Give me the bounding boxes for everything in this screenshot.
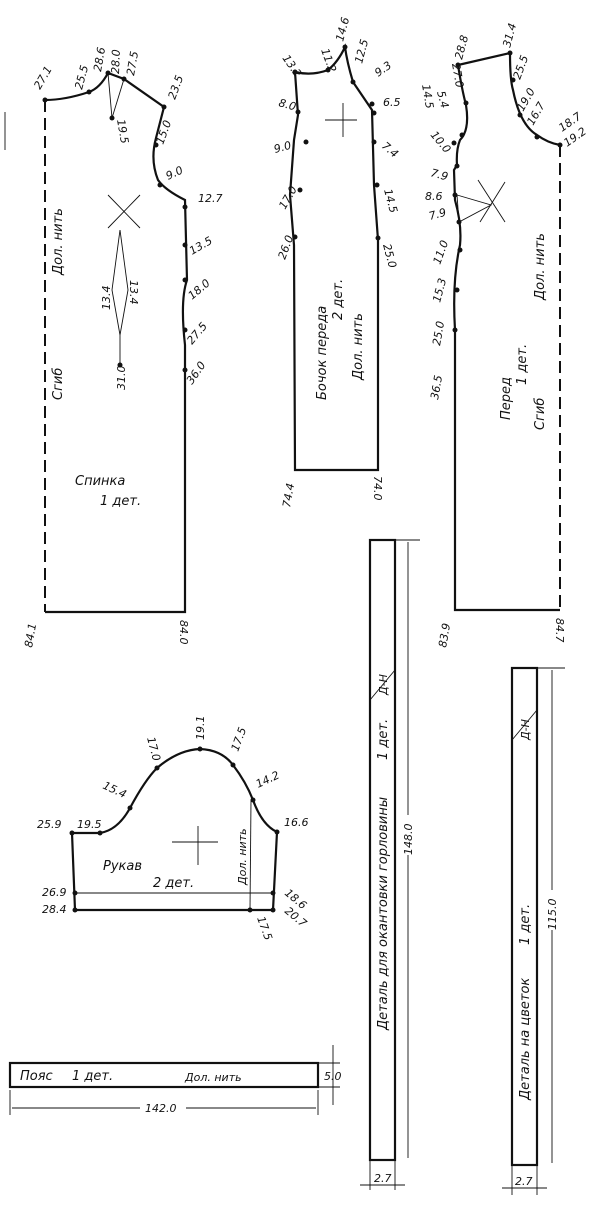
grain-label: Д-Н <box>519 719 532 741</box>
measure: 15.0 <box>154 119 175 146</box>
measure: 20.7 <box>282 904 309 930</box>
width-dimension: 2.7 <box>374 1172 392 1185</box>
measure: 13.4 <box>100 286 113 311</box>
grain-label: Дол. нить <box>236 828 249 886</box>
piece-front: 28.8 31.4 25.5 27.0 14.5 5.4 19.0 16.7 1… <box>419 22 589 649</box>
measure: 7.4 <box>379 139 401 160</box>
measure: 28.4 <box>42 903 67 916</box>
measure: 17.5 <box>229 726 250 753</box>
measure: 28.0 <box>109 49 123 74</box>
piece-neck-strip: Д-Н Деталь для окантовки горловины 1 дет… <box>360 538 420 1190</box>
measure: 14.2 <box>254 769 282 791</box>
piece-name: Перед <box>499 377 514 420</box>
measure: 13.5 <box>187 234 215 258</box>
measure: 15.3 <box>430 277 449 304</box>
measure: 11.0 <box>431 239 452 266</box>
piece-side-front: 13.2 11.2 14.6 12.5 9.3 8.0 6.5 9.0 7.4 … <box>272 16 400 509</box>
width-dimension: 2.7 <box>515 1175 533 1188</box>
measure: 12.5 <box>352 38 371 65</box>
measure: 25.5 <box>72 64 91 91</box>
measure: 26.9 <box>42 886 67 899</box>
measure: 31.0 <box>115 366 128 391</box>
measure: 14.5 <box>419 83 436 109</box>
grain-label: Дол. нить <box>351 313 366 381</box>
measure: 11.2 <box>318 47 339 74</box>
fold-label: Сгиб <box>51 368 66 400</box>
measure: 14.6 <box>333 16 352 43</box>
measure: 13.2 <box>280 52 305 80</box>
measure: 10.0 <box>428 129 454 156</box>
measure: 9.0 <box>164 164 185 183</box>
measure: 5.4 <box>434 89 451 109</box>
length-dimension: 115.0 <box>546 899 559 931</box>
piece-name: Рукав <box>103 859 142 874</box>
measure: 28.8 <box>452 34 471 61</box>
piece-back: 27.1 25.5 28.6 28.0 27.5 19.5 23.5 15.0 … <box>22 46 222 648</box>
piece-name: Деталь на цветок <box>518 978 533 1101</box>
piece-flower-strip: Д-Н Деталь на цветок 1 дет. 115.0 2.7 <box>502 666 565 1195</box>
length-dimension: 142.0 <box>145 1102 177 1115</box>
measure: 27.0 <box>449 62 466 88</box>
piece-count: 1 дет. <box>376 719 391 760</box>
piece-count: 2 дет. <box>153 876 194 891</box>
measure: 19.1 <box>194 716 207 741</box>
piece-name: Бочок переда <box>315 306 330 400</box>
measure: 36.5 <box>428 374 445 400</box>
measure: 18.0 <box>186 277 213 303</box>
grain-label: Дол. нить <box>184 1071 242 1084</box>
piece-name: Спинка <box>75 474 125 489</box>
piece-count: 1 дет. <box>518 904 533 945</box>
measure: 25.0 <box>430 320 447 346</box>
measure: 27.5 <box>124 50 141 76</box>
measure: 25.5 <box>511 54 532 81</box>
measure: 17.0 <box>276 184 300 212</box>
measure: 84.1 <box>22 622 39 648</box>
measure: 12.7 <box>198 192 223 205</box>
measure: 74.0 <box>371 476 384 501</box>
width-dimension: 5.0 <box>324 1070 342 1083</box>
fold-label: Сгиб <box>533 398 548 430</box>
piece-name: Деталь для окантовки горловины <box>376 797 391 1031</box>
measure: 6.5 <box>383 96 401 109</box>
piece-name: Пояс <box>20 1069 53 1084</box>
measure: 27.5 <box>184 320 210 347</box>
measure: 36.0 <box>184 359 209 387</box>
grain-label: Дол. нить <box>533 233 548 301</box>
grain-label: Д-Н <box>377 674 390 696</box>
piece-count: 1 дет. <box>100 494 141 509</box>
measure: 7.9 <box>427 206 447 223</box>
measure: 8.6 <box>425 190 443 203</box>
measure: 8.0 <box>277 96 297 113</box>
measure: 14.5 <box>381 187 400 214</box>
measure: 9.0 <box>272 139 292 156</box>
piece-count: 1 дет. <box>72 1069 113 1084</box>
measure: 28.6 <box>91 46 108 72</box>
measure: 19.5 <box>77 818 102 831</box>
measure: 15.4 <box>101 779 129 801</box>
piece-count: 1 дет. <box>515 344 530 385</box>
measure: 83.9 <box>436 622 453 648</box>
measure: 7.9 <box>429 166 449 183</box>
measure: 31.4 <box>500 22 519 49</box>
length-dimension: 148.0 <box>402 824 415 856</box>
measure: 84.7 <box>553 618 566 643</box>
piece-sleeve: 25.9 19.5 15.4 17.0 19.1 17.5 14.2 16.6 … <box>37 716 309 943</box>
measure: 16.6 <box>284 816 309 829</box>
piece-count: 2 дет. <box>331 279 346 320</box>
measure: 74.4 <box>280 482 297 508</box>
measure: 19.5 <box>114 118 131 144</box>
measure: 9.3 <box>372 59 394 80</box>
piece-belt: Пояс 1 дет. Дол. нить 5.0 142.0 <box>8 1045 342 1115</box>
grain-label: Дол. нить <box>51 208 66 276</box>
measure: 27.1 <box>31 64 55 92</box>
measure: 25.0 <box>380 242 399 269</box>
measure: 84.0 <box>177 620 190 645</box>
measure: 23.5 <box>166 74 187 101</box>
measure: 25.9 <box>37 818 62 831</box>
measure: 17.5 <box>254 915 275 942</box>
measure: 17.0 <box>144 735 163 762</box>
measure: 13.4 <box>127 280 140 305</box>
